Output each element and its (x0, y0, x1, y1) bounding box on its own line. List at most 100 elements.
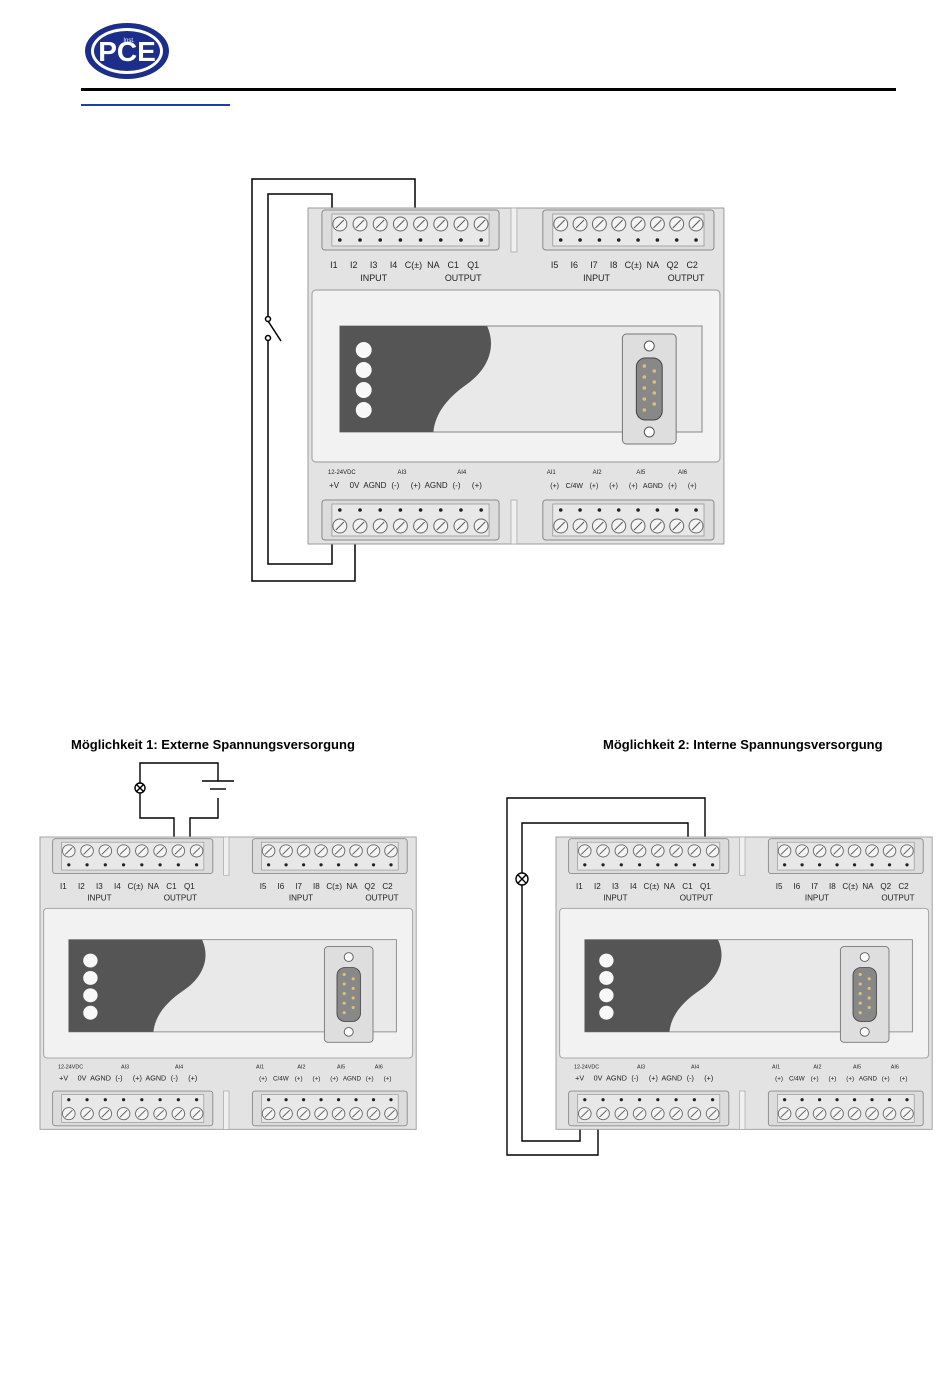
bottom-right-terminal-dot (852, 1098, 857, 1102)
bottom-right-terminal-label: AGND (343, 1076, 362, 1083)
bottom-left-terminal-dot (459, 508, 463, 512)
bottom-left-terminal-label: (+) (133, 1075, 142, 1083)
bottom-left-terminal-label: AGND (661, 1075, 682, 1083)
top-left-terminal-dot (479, 238, 483, 242)
top-left-terminal-dot (398, 238, 403, 242)
top-right-terminal-label: C(±) (326, 882, 342, 891)
top-left-terminal-dot (121, 863, 126, 867)
supply-voltage-label: 12-24VDC (574, 1064, 599, 1070)
bottom-right-terminal-label: (+) (668, 483, 677, 490)
bottom-right-terminal-label: (+) (828, 1076, 836, 1083)
analog-input-group-label: AI4 (457, 470, 467, 476)
caption-option1: Möglichkeit 1: Externe Spannungsversorgu… (71, 737, 355, 752)
top-left-terminal-dot (710, 863, 715, 867)
top-left-terminal-label: C(±) (405, 260, 422, 270)
bottom-right-terminal-label: (+) (775, 1076, 783, 1083)
bottom-right-terminal-dot (694, 508, 698, 512)
bottom-right-terminal-label: (+) (330, 1076, 338, 1083)
bottom-left-terminal-dot (656, 1098, 660, 1102)
bottom-right-terminal-dot (319, 1098, 323, 1102)
group-output-label: OUTPUT (668, 273, 705, 283)
top-right-terminal-dot (694, 238, 698, 242)
bottom-right-terminal-label: AGND (643, 483, 663, 490)
top-right-terminal-label: I5 (551, 260, 558, 270)
pce-logo: PCE Inst. (84, 22, 170, 80)
top-right-terminal-label: I6 (277, 882, 284, 891)
bottom-right-terminal-label: C/4W (789, 1076, 805, 1083)
bottom-right-terminal-dot (336, 1098, 341, 1102)
supply-voltage-label: 12-24VDC (58, 1064, 83, 1070)
top-right-terminal-dot (674, 238, 679, 242)
bottom-left-terminal-dot (338, 508, 342, 512)
top-left-terminal-dot (637, 863, 642, 867)
bottom-right-terminal-label: (+) (259, 1076, 267, 1083)
bottom-left-terminal-label: (-) (687, 1075, 694, 1083)
bottom-right-terminal-label: (+) (900, 1076, 908, 1083)
bottom-left-terminal-dot (674, 1098, 678, 1102)
bottom-right-terminal-dot (674, 508, 679, 512)
bottom-left-terminal-dot (194, 1098, 199, 1102)
top-left-terminal-label: C1 (682, 882, 693, 891)
status-led (599, 988, 614, 1003)
top-left-terminal-dot (692, 863, 696, 867)
top-right-terminal-label: C(±) (625, 260, 642, 270)
status-led (83, 970, 98, 985)
top-left-terminal-label: I3 (370, 260, 377, 270)
bottom-left-terminal-label: AGND (606, 1075, 627, 1083)
top-left-terminal-label: NA (664, 882, 676, 891)
bottom-left-terminal-dot (619, 1098, 623, 1102)
top-right-terminal-label: C2 (686, 260, 697, 270)
analog-input-group-label: AI3 (637, 1064, 645, 1070)
top-right-terminal-label: C2 (898, 882, 909, 891)
status-led (83, 953, 98, 968)
top-right-terminal-label: I5 (260, 882, 267, 891)
top-left-terminal-dot (619, 863, 623, 867)
bottom-right-terminal-label: (+) (295, 1076, 303, 1083)
bottom-left-terminal-dot (378, 508, 382, 512)
bottom-right-terminal-dot (817, 1098, 822, 1102)
top-left-terminal-label: I2 (78, 882, 85, 891)
top-right-terminal-label: Q2 (667, 260, 679, 270)
status-led (355, 362, 372, 378)
bottom-right-terminal-dot (655, 508, 660, 512)
top-left-terminal-label: I1 (60, 882, 67, 891)
bottom-right-terminal-dot (870, 1098, 874, 1102)
bottom-left-terminal-label: 0V (594, 1075, 603, 1083)
analog-input-group-label: AI6 (678, 470, 688, 476)
top-right-terminal-label: Q2 (364, 882, 375, 891)
top-right-terminal-dot (782, 863, 787, 867)
top-left-terminal-label: NA (148, 882, 160, 891)
bottom-left-terminal-label: AGND (425, 481, 448, 490)
top-right-terminal-dot (354, 863, 358, 867)
top-right-terminal-dot (835, 863, 839, 867)
bottom-right-terminal-label: C/4W (273, 1076, 289, 1083)
bottom-left-terminal-dot (67, 1098, 71, 1102)
header-link-underline (81, 104, 230, 106)
status-led (83, 1005, 98, 1020)
bottom-left-terminal-dot (418, 508, 423, 512)
top-left-terminal-label: I4 (630, 882, 637, 891)
top-right-terminal-dot (578, 238, 582, 242)
bottom-left-terminal-dot (103, 1098, 107, 1102)
top-left-terminal-dot (176, 863, 180, 867)
bottom-left-terminal-label: (-) (171, 1075, 178, 1083)
bottom-left-terminal-label: AGND (145, 1075, 166, 1083)
bottom-right-terminal-label: (+) (312, 1076, 320, 1083)
bottom-right-terminal-dot (266, 1098, 271, 1102)
group-input-label: INPUT (603, 894, 627, 903)
bottom-right-terminal-label: AGND (859, 1076, 878, 1083)
top-right-terminal-dot (616, 238, 621, 242)
top-left-terminal-label: I4 (390, 260, 397, 270)
top-left-terminal-dot (158, 863, 162, 867)
top-right-terminal-dot (266, 863, 271, 867)
top-right-terminal-label: C2 (382, 882, 393, 891)
bottom-left-terminal-dot (176, 1098, 180, 1102)
analog-input-group-label: AI2 (297, 1064, 305, 1070)
bottom-left-terminal-dot (438, 508, 443, 512)
bottom-right-terminal-dot (905, 1098, 909, 1102)
